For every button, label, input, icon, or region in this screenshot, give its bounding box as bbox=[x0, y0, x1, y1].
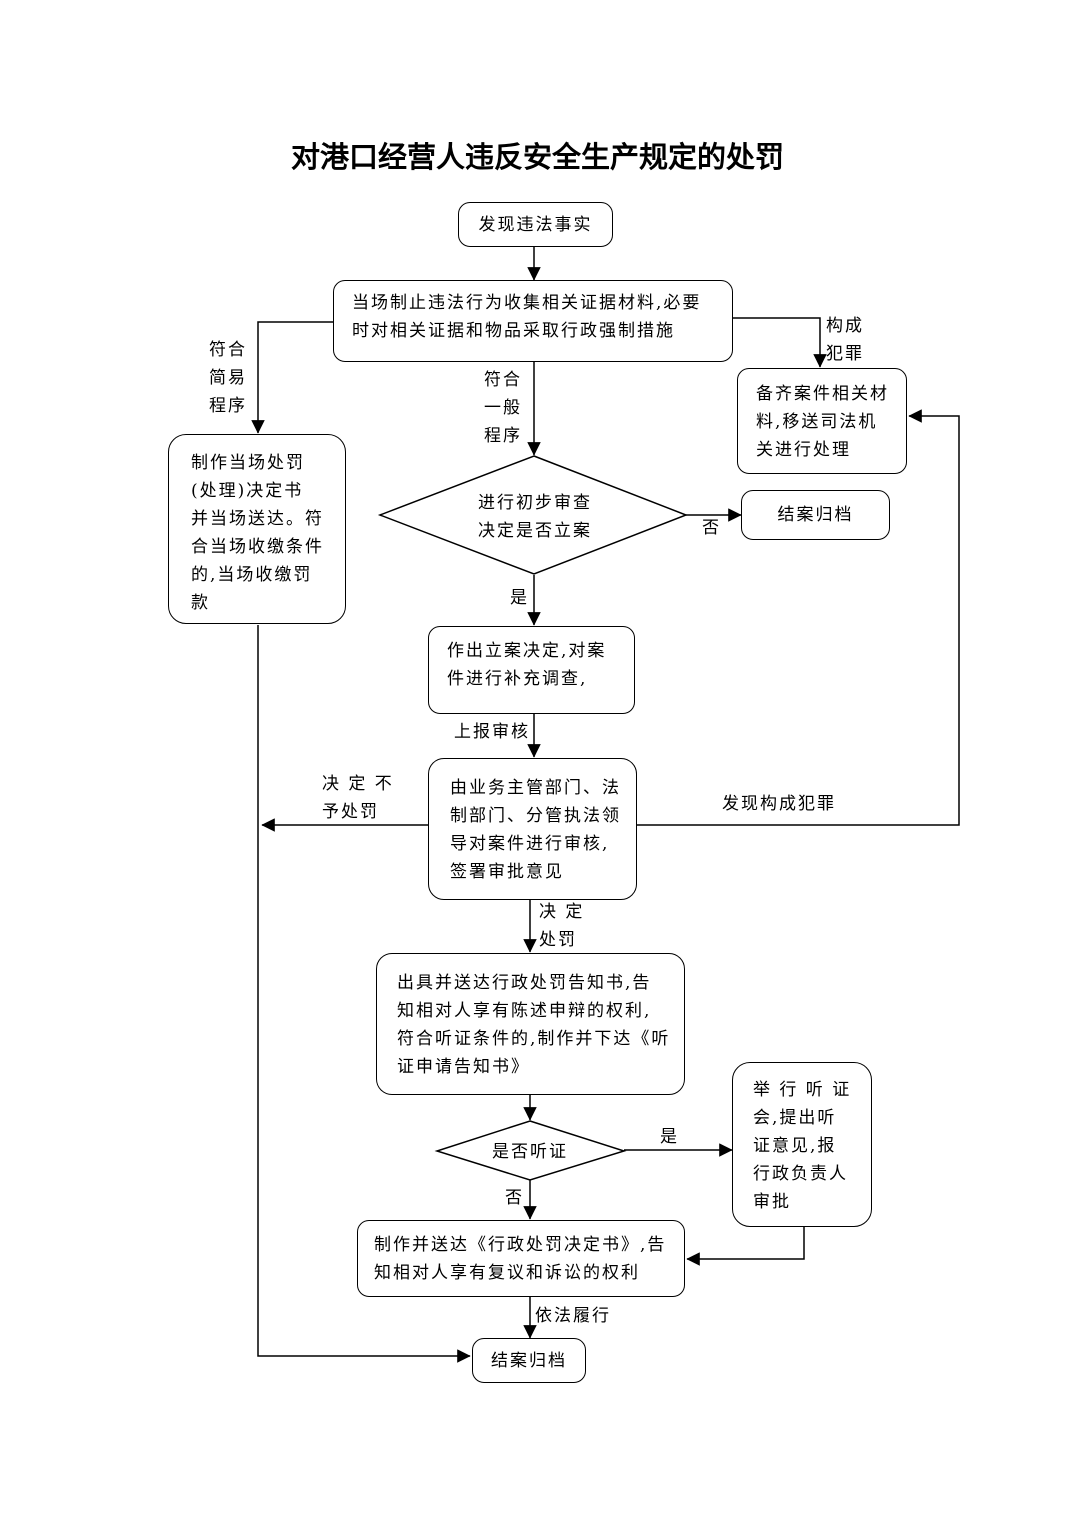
node-file-case: 作出立案决定,对案 件进行补充调查, bbox=[428, 626, 635, 714]
page-title: 对港口经营人违反安全生产规定的处罚 bbox=[290, 140, 784, 174]
node-simple-text: 制作当场处罚 (处理)决定书 并当场送达。符 合当场收缴条件 的,当场收缴罚 款 bbox=[191, 453, 324, 613]
node-file-case-text: 作出立案决定,对案 件进行补充调查, bbox=[447, 641, 607, 689]
node-decision-text: 制作并送达《行政处罚决定书》,告 知相对人享有复议和诉讼的权利 bbox=[374, 1235, 667, 1283]
node-stop: 当场制止违法行为收集相关证据材料,必要 时对相关证据和物品采取行政强制措施 bbox=[333, 280, 733, 362]
label-general-procedure: 符合 一般 程序 bbox=[484, 370, 522, 446]
label-report: 上报审核 bbox=[454, 722, 530, 742]
node-decision: 制作并送达《行政处罚决定书》,告 知相对人享有复议和诉讼的权利 bbox=[357, 1220, 685, 1297]
label-decide-penalty: 决 定 处罚 bbox=[539, 902, 585, 950]
node-notice-text: 出具并送达行政处罚告知书,告 知相对人享有陈述申辩的权利, 符合听证条件的,制作… bbox=[397, 973, 671, 1077]
label-no-1: 否 bbox=[702, 518, 721, 538]
label-simple-procedure: 符合 简易 程序 bbox=[209, 340, 247, 416]
node-notice: 出具并送达行政处罚告知书,告 知相对人享有陈述申辩的权利, 符合听证条件的,制作… bbox=[376, 953, 685, 1095]
node-hearing: 举 行 听 证 会,提出听 证意见,报 行政负责人 审批 bbox=[732, 1062, 872, 1227]
label-yes-2: 是 bbox=[660, 1127, 679, 1147]
node-simple: 制作当场处罚 (处理)决定书 并当场送达。符 合当场收缴条件 的,当场收缴罚 款 bbox=[168, 434, 346, 624]
label-crime: 构成 犯罪 bbox=[826, 316, 864, 364]
node-close2-text: 结案归档 bbox=[491, 1350, 567, 1371]
node-close1: 结案归档 bbox=[741, 490, 890, 540]
label-found-crime: 发现构成犯罪 bbox=[722, 794, 836, 814]
hearing-diamond bbox=[434, 1120, 627, 1181]
node-transfer-text: 备齐案件相关材 料,移送司法机 关进行处理 bbox=[756, 384, 889, 460]
label-yes-1: 是 bbox=[510, 588, 529, 608]
review-diamond bbox=[377, 455, 689, 575]
node-close1-text: 结案归档 bbox=[777, 505, 854, 525]
node-transfer: 备齐案件相关材 料,移送司法机 关进行处理 bbox=[737, 368, 907, 474]
review-text: 进行初步审查 决定是否立案 bbox=[478, 493, 592, 541]
node-hearing-text: 举 行 听 证 会,提出听 证意见,报 行政负责人 审批 bbox=[753, 1080, 852, 1212]
label-no-2: 否 bbox=[505, 1188, 524, 1208]
label-comply: 依法履行 bbox=[535, 1306, 611, 1326]
node-approve-text: 由业务主管部门、法 制部门、分管执法领 导对案件进行审核, 签署审批意见 bbox=[450, 778, 621, 882]
node-approve: 由业务主管部门、法 制部门、分管执法领 导对案件进行审核, 签署审批意见 bbox=[428, 758, 637, 900]
node-stop-text: 当场制止违法行为收集相关证据材料,必要 时对相关证据和物品采取行政强制措施 bbox=[352, 293, 702, 341]
node-close2: 结案归档 bbox=[472, 1338, 586, 1383]
label-no-penalty: 决 定 不 予处罚 bbox=[322, 774, 394, 822]
hearing-q-text: 是否听证 bbox=[492, 1142, 568, 1162]
node-discover: 发现违法事实 bbox=[458, 202, 613, 247]
node-discover-text: 发现违法事实 bbox=[478, 214, 593, 235]
